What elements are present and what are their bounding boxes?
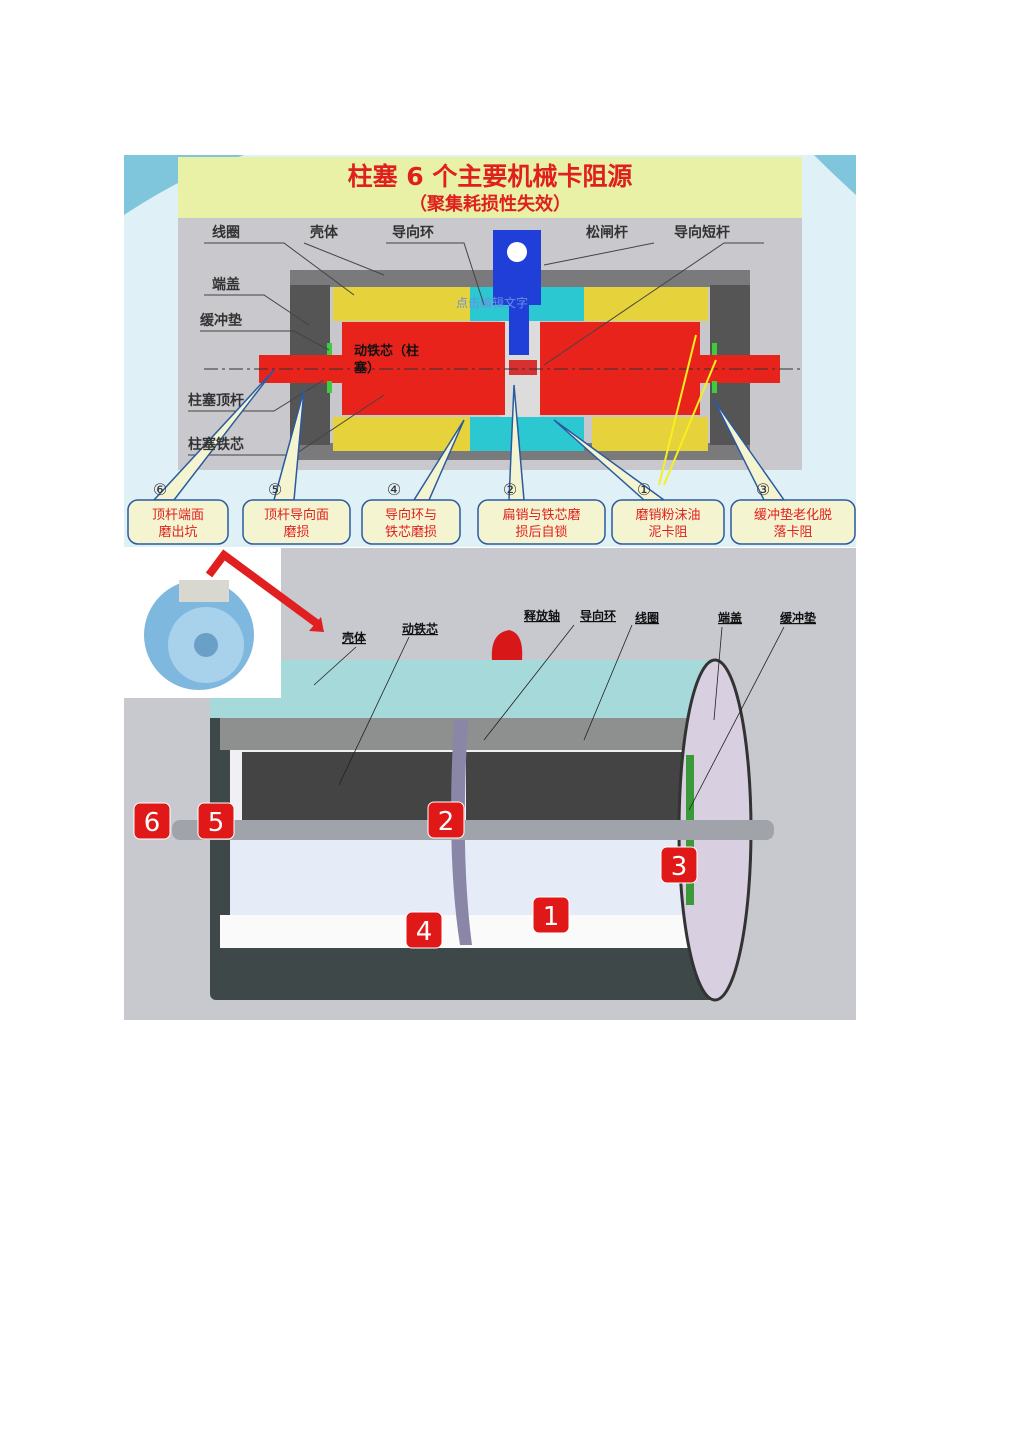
watermark-text: 点击编辑文字 <box>456 295 528 310</box>
callout-line2: 损后自锁 <box>515 524 567 540</box>
diagram-title: 柱塞 6 个主要机械卡阻源 <box>348 162 633 191</box>
label-3d-moving-core: 动铁芯 <box>402 621 438 636</box>
title-box <box>178 157 802 218</box>
badge-number: 4 <box>416 917 433 947</box>
moving-core-3d-left <box>242 752 454 830</box>
release-lever <box>493 230 541 355</box>
coil-top-right <box>584 287 708 321</box>
label-housing: 壳体 <box>309 224 339 241</box>
callout-line1: 扁销与铁芯磨 <box>502 508 580 523</box>
badge-number: 5 <box>208 808 225 838</box>
callout-box <box>361 499 461 545</box>
callout-number: ③ <box>756 480 770 499</box>
callout-number: ⑥ <box>153 480 167 499</box>
badge-6: 6 <box>133 802 171 840</box>
callout-line1: 顶杆导向面 <box>264 507 329 523</box>
coil-top-left <box>333 287 470 321</box>
top-panel-failure-diagram: 柱塞 6 个主要机械卡阻源 （聚集耗损性失效） 点击编辑文字 动铁芯（柱 塞） <box>124 155 856 547</box>
callout-box <box>242 499 351 545</box>
callout-number: ⑤ <box>268 480 282 499</box>
callout-line2: 磨损 <box>283 525 309 540</box>
moving-core-3d-right <box>466 752 686 830</box>
shaft <box>172 820 774 840</box>
diagram-subtitle: （聚集耗损性失效） <box>409 193 571 215</box>
label-3d-guide-ring: 导向环 <box>580 608 616 623</box>
callout-line2: 磨出坑 <box>158 525 197 540</box>
label-3d-end-cap: 端盖 <box>718 610 742 625</box>
callout-line1: 磨销粉沫油 <box>635 508 700 523</box>
callout-number: ① <box>637 480 651 499</box>
label-plunger-core: 柱塞铁芯 <box>188 436 244 453</box>
badge-4: 4 <box>405 911 443 949</box>
badge-2: 2 <box>427 801 465 839</box>
badge-1: 1 <box>532 896 570 934</box>
callout-line1: 导向环与 <box>385 507 437 523</box>
bottom-panel-3d-model: 壳体 动铁芯 释放轴 导向环 线圈 端盖 缓冲垫 6 5 2 3 4 1 <box>124 548 856 1020</box>
badge-number: 6 <box>144 808 161 838</box>
brake-assembly-inset <box>124 548 324 698</box>
callout-line1: 缓冲垫老化脱 <box>754 507 832 523</box>
brake-plunger-figure: 柱塞 6 个主要机械卡阻源 （聚集耗损性失效） 点击编辑文字 动铁芯（柱 塞） <box>124 155 856 1020</box>
callout-box <box>730 499 856 545</box>
callout-line1: 顶杆端面 <box>152 508 204 523</box>
label-guide-ring: 导向环 <box>392 224 434 241</box>
label-release-lever: 松闸杆 <box>586 224 628 241</box>
badge-3: 3 <box>660 846 698 884</box>
release-shaft <box>491 630 523 660</box>
coil-bottom-right <box>592 417 708 451</box>
moving-core-label-2: 塞） <box>354 360 380 376</box>
label-3d-housing: 壳体 <box>341 630 367 645</box>
callout-line2: 泥卡阻 <box>648 525 687 540</box>
badge-5: 5 <box>197 802 235 840</box>
label-end-cap: 端盖 <box>212 276 240 293</box>
callout-number: ④ <box>387 480 401 499</box>
label-3d-coil: 线圈 <box>635 610 659 625</box>
callout-number: ② <box>503 480 517 499</box>
label-3d-release-shaft: 释放轴 <box>524 608 560 623</box>
callout-box <box>477 499 606 545</box>
callout-line2: 落卡阻 <box>773 525 812 540</box>
badge-number: 3 <box>671 852 688 882</box>
label-buffer-pad: 缓冲垫 <box>200 312 242 329</box>
label-3d-buffer-pad: 缓冲垫 <box>780 610 816 625</box>
callout-line2: 铁芯磨损 <box>385 525 437 540</box>
moving-core-label: 动铁芯（柱 <box>354 343 419 359</box>
coil-bottom-left <box>333 417 470 451</box>
callout-box <box>611 499 725 545</box>
callout-box <box>127 499 229 545</box>
badge-number: 2 <box>438 807 455 837</box>
label-guide-short-rod: 导向短杆 <box>674 224 730 241</box>
label-plunger-push-rod: 柱塞顶杆 <box>188 392 244 409</box>
badge-number: 1 <box>543 902 560 932</box>
label-coil: 线圈 <box>212 224 240 241</box>
